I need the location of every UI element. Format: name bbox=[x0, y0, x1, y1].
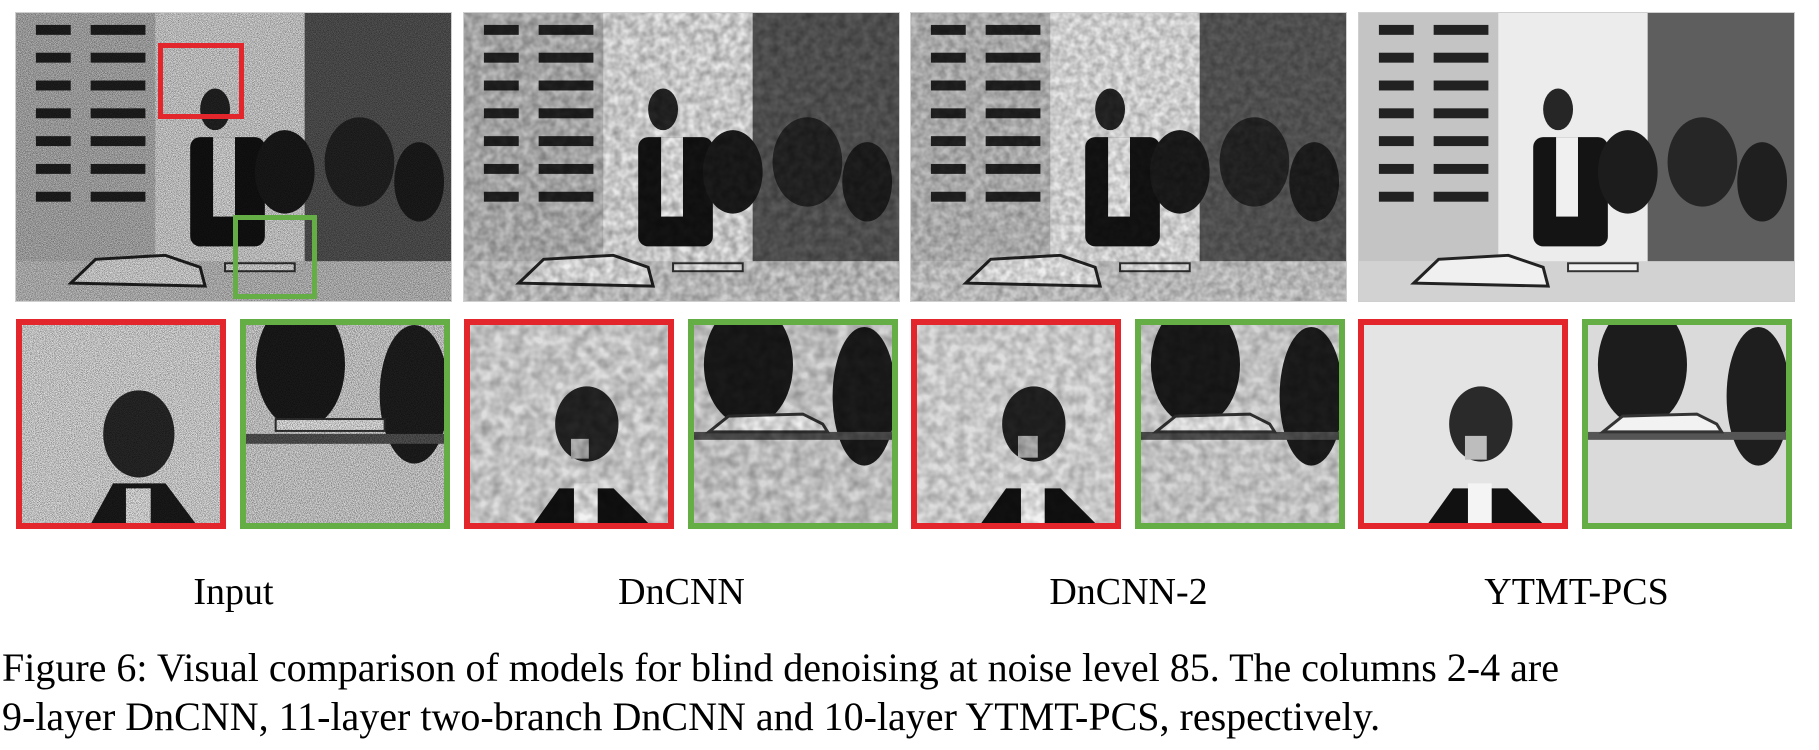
input-car-crop bbox=[240, 319, 450, 529]
dncnn-car-crop bbox=[688, 319, 898, 529]
column-label-dncnn: DnCNN bbox=[618, 571, 745, 613]
dncnn-2-face-crop-image bbox=[917, 325, 1115, 523]
input-car-crop-image bbox=[246, 325, 444, 523]
dncnn-car-crop-image bbox=[694, 325, 892, 523]
ytmt-pcs-car-crop-image bbox=[1588, 325, 1786, 523]
ytmt-pcs-car-crop bbox=[1582, 319, 1792, 529]
column-label-ytmt-pcs: YTMT-PCS bbox=[1484, 571, 1669, 613]
column-label-dncnn-2: DnCNN-2 bbox=[1049, 571, 1208, 613]
ytmt-pcs-face-crop bbox=[1358, 319, 1568, 529]
ytmt-pcs-image bbox=[1358, 12, 1795, 302]
figure-caption: Figure 6: Visual comparison of models fo… bbox=[2, 643, 1817, 741]
ytmt-pcs-face-crop-image bbox=[1364, 325, 1562, 523]
dncnn-scene bbox=[464, 13, 899, 301]
dncnn-2-face-crop bbox=[911, 319, 1121, 529]
dncnn-2-car-crop bbox=[1135, 319, 1345, 529]
input-image bbox=[15, 12, 452, 302]
input-face-crop bbox=[16, 319, 226, 529]
input-face-crop-image bbox=[22, 325, 220, 523]
caption-line-2: 9-layer DnCNN, 11-layer two-branch DnCNN… bbox=[2, 694, 1381, 739]
dncnn-image bbox=[463, 12, 900, 302]
dncnn-2-car-crop-image bbox=[1141, 325, 1339, 523]
caption-line-1: Figure 6: Visual comparison of models fo… bbox=[2, 645, 1559, 690]
dncnn-2-image bbox=[910, 12, 1347, 302]
input-scene bbox=[16, 13, 451, 301]
ytmt-pcs-scene bbox=[1359, 13, 1794, 301]
dncnn-face-crop-image bbox=[470, 325, 668, 523]
dncnn-face-crop bbox=[464, 319, 674, 529]
column-label-input: Input bbox=[193, 571, 274, 613]
dncnn-2-scene bbox=[911, 13, 1346, 301]
